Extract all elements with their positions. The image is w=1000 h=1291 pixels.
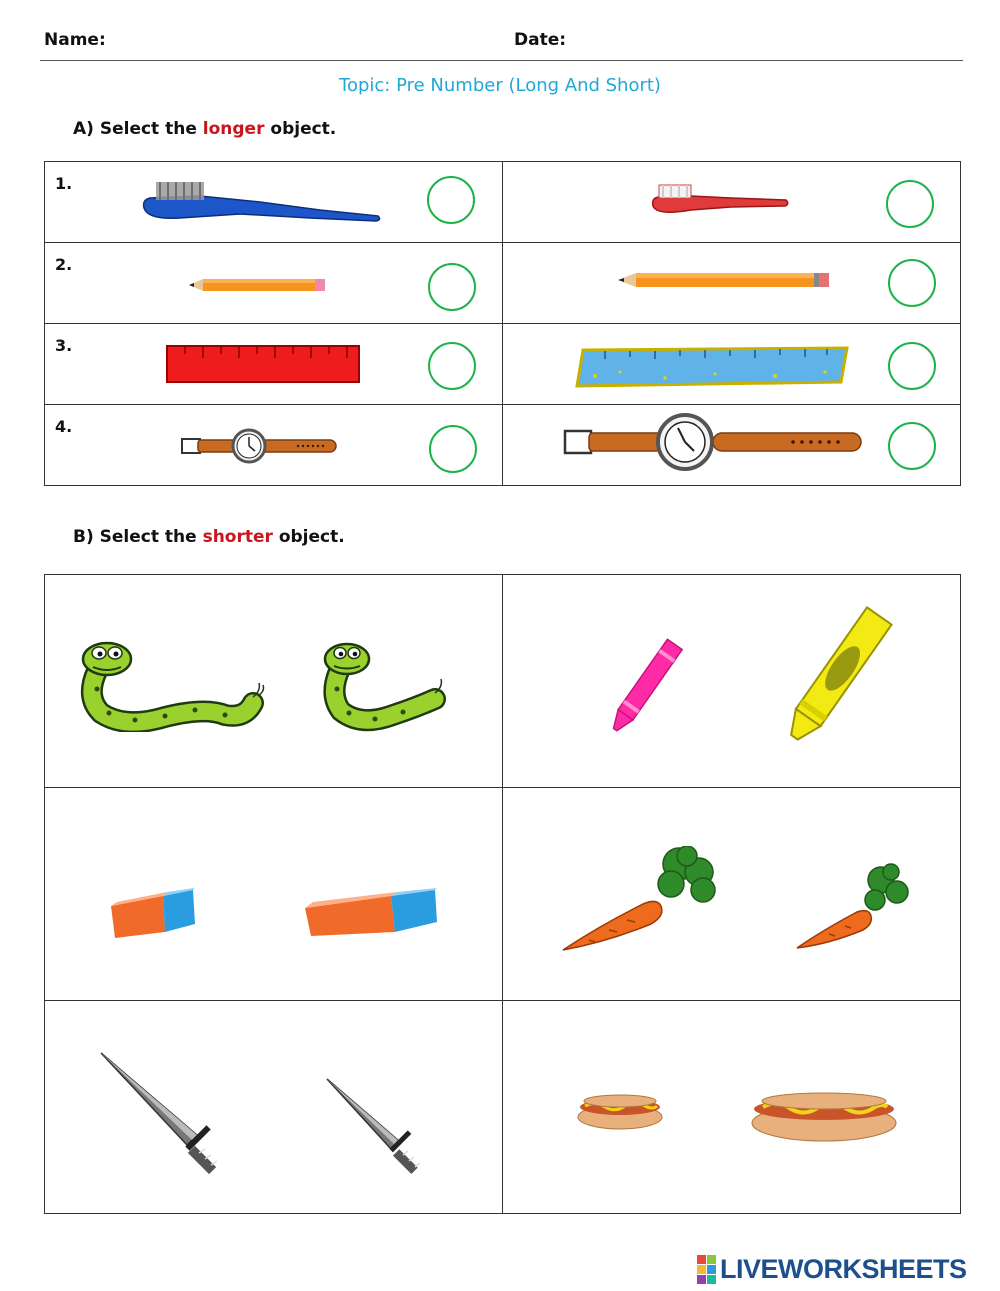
carrot-large-image[interactable] (559, 846, 724, 956)
question-number: 2. (55, 255, 73, 274)
carrot-small-image[interactable] (793, 860, 913, 955)
answer-circle[interactable] (429, 425, 477, 473)
name-label: Name: (44, 30, 106, 50)
row-3-right-cell (502, 323, 961, 405)
row-4-right-cell (502, 404, 961, 486)
answer-circle[interactable] (888, 422, 936, 470)
toothbrush-short-image (651, 184, 789, 213)
row-2-left-cell: 2. (44, 242, 503, 324)
row-1-right-cell (502, 161, 961, 243)
eraser-large-image[interactable] (301, 886, 441, 942)
crayon-pink-image[interactable] (595, 627, 695, 747)
answer-circle[interactable] (428, 342, 476, 390)
row-4-left-cell: 4. (44, 404, 503, 486)
crayon-yellow-image[interactable] (773, 597, 903, 752)
date-label: Date: (514, 30, 567, 50)
eraser-cell (44, 787, 503, 1001)
toothbrush-long-image (142, 182, 381, 222)
snake-short-image[interactable] (317, 637, 447, 732)
row-3-left-cell: 3. (44, 323, 503, 405)
answer-circle[interactable] (428, 263, 476, 311)
logo-text: LIVEWORKSHEETS (720, 1254, 967, 1284)
ruler-blue-image (575, 346, 849, 388)
hotdog-cell (502, 1000, 961, 1214)
crayon-cell (502, 574, 961, 788)
section-b-instruction: B) Select the shorter object. (73, 527, 345, 547)
section-a-instruction: A) Select the longer object. (73, 119, 337, 139)
sword-short-image[interactable] (323, 1075, 433, 1179)
shorter-highlight: shorter (202, 527, 273, 547)
shorter-table (44, 574, 961, 1214)
answer-circle[interactable] (888, 342, 936, 390)
logo-blocks-icon (697, 1255, 716, 1284)
sword-long-image[interactable] (97, 1049, 232, 1179)
hotdog-small-image[interactable] (575, 1089, 665, 1131)
question-number: 4. (55, 417, 73, 436)
carrot-cell (502, 787, 961, 1001)
longer-highlight: longer (202, 119, 265, 139)
answer-circle[interactable] (427, 176, 475, 224)
liveworksheets-logo: LIVEWORKSHEETS (697, 1254, 967, 1285)
answer-circle[interactable] (888, 259, 936, 307)
hotdog-large-image[interactable] (749, 1085, 899, 1143)
eraser-small-image[interactable] (107, 886, 197, 942)
sword-cell (44, 1000, 503, 1214)
answer-circle[interactable] (886, 180, 934, 228)
snake-long-image[interactable] (75, 637, 265, 732)
row-1-left-cell: 1. (44, 161, 503, 243)
question-number: 3. (55, 336, 73, 355)
row-2-right-cell (502, 242, 961, 324)
ruler-red-image (166, 345, 360, 383)
pencil-short-image (189, 279, 325, 291)
question-number: 1. (55, 174, 73, 193)
watch-small-image (181, 428, 337, 464)
snake-cell (44, 574, 503, 788)
topic-title: Topic: Pre Number (Long And Short) (339, 75, 661, 96)
header-divider (40, 60, 963, 61)
longer-table: 1. 2. (44, 161, 961, 486)
watch-large-image (563, 413, 862, 471)
pencil-long-image (618, 273, 829, 287)
